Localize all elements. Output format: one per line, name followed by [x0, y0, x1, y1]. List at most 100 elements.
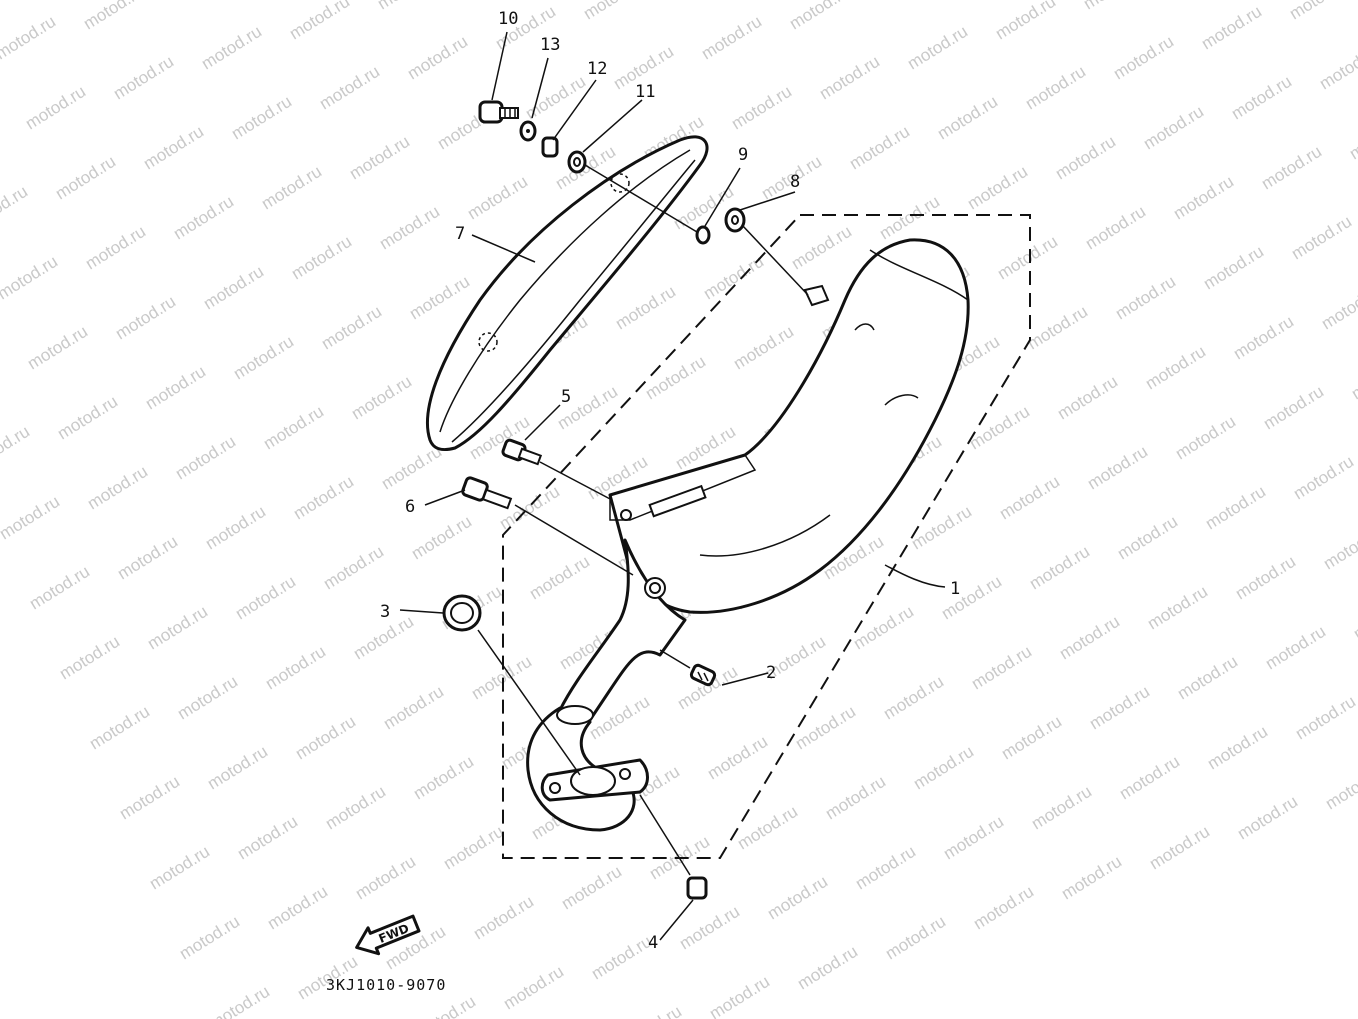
watermark-text: motod.ru — [230, 332, 297, 384]
watermark-text: motod.ru — [1234, 792, 1301, 844]
callout-1: 1 — [950, 579, 960, 599]
watermark-text: motod.ru — [0, 252, 61, 304]
watermark-text: motod.ru — [1288, 212, 1355, 264]
watermark-text: motod.ru — [320, 542, 387, 594]
watermark-text: motod.ru — [204, 742, 271, 794]
heat-protector — [425, 135, 709, 452]
watermark-text: motod.ru — [996, 472, 1063, 524]
watermark-text: motod.ru — [734, 802, 801, 854]
watermark-text: motod.ru — [174, 672, 241, 724]
watermark-text: motod.ru — [1140, 102, 1207, 154]
callout-3: 3 — [380, 602, 390, 622]
watermark-text: motod.ru — [728, 82, 795, 134]
watermark-text: motod.ru — [1084, 442, 1151, 494]
watermark-text: motod.ru — [938, 572, 1005, 624]
watermark-text: motod.ru — [260, 402, 327, 454]
watermark-text: motod.ru — [406, 272, 473, 324]
watermark-text: motod.ru — [788, 222, 855, 274]
watermark-text: motod.ru — [288, 232, 355, 284]
watermark-text: motod.ru — [1058, 852, 1125, 904]
watermark-text: motod.ru — [412, 992, 479, 1019]
watermark-text: motod.ru — [1022, 62, 1089, 114]
leader-lines — [399, 31, 946, 941]
watermark-text: motod.ru — [526, 552, 593, 604]
watermark-text: motod.ru — [850, 602, 917, 654]
watermark-text: motod.ru — [286, 0, 353, 43]
watermark-text: motod.ru — [112, 292, 179, 344]
watermark-text: motod.ru — [322, 782, 389, 834]
watermark-text: motod.ru — [1024, 302, 1091, 354]
callout-4: 4 — [648, 933, 658, 953]
watermark-text: motod.ru — [992, 0, 1059, 43]
watermark-text: motod.ru — [172, 432, 239, 484]
watermark-text: motod.ru — [704, 732, 771, 784]
watermark-text: motod.ru — [352, 852, 419, 904]
watermark-text: motod.ru — [612, 282, 679, 334]
watermark-text: motod.ru — [968, 642, 1035, 694]
watermark-text: motod.ru — [1170, 172, 1237, 224]
watermark-text: motod.ru — [852, 842, 919, 894]
watermark-text: motod.ru — [54, 392, 121, 444]
watermark-text: motod.ru — [874, 0, 941, 3]
watermark-text: motod.ru — [56, 632, 123, 684]
watermark-text: motod.ru — [440, 822, 507, 874]
watermark-text: motod.ru — [0, 352, 3, 404]
callout-10: 10 — [498, 9, 518, 29]
watermark-text: motod.ru — [114, 532, 181, 584]
callout-11: 11 — [635, 82, 655, 102]
muffler — [608, 238, 970, 614]
watermark-text: motod.ru — [642, 352, 709, 404]
watermark-text: motod.ru — [404, 32, 471, 84]
watermark-text: motod.ru — [202, 502, 269, 554]
watermark-text: motod.ru — [786, 0, 853, 33]
watermark-text: motod.ru — [1292, 692, 1358, 744]
watermark-text: motod.ru — [1116, 752, 1183, 804]
watermark-text: motod.ru — [0, 12, 59, 64]
watermark-text: motod.ru — [144, 602, 211, 654]
bolt-5 — [501, 438, 543, 466]
watermark-text: motod.ru — [1320, 522, 1358, 574]
watermark-text: motod.ru — [410, 752, 477, 804]
watermark-text: motod.ru — [794, 942, 861, 994]
watermark-text: motod.ru — [1110, 32, 1177, 84]
watermark-text: motod.ru — [1112, 272, 1179, 324]
watermark-text: motod.ru — [1348, 352, 1358, 404]
watermark-text: motod.ru — [258, 162, 325, 214]
watermark-text: motod.ru — [26, 562, 93, 614]
watermark-text: motod.ru — [994, 232, 1061, 284]
watermark-text: motod.ru — [0, 112, 1, 164]
watermark-text: motod.ru — [1026, 542, 1093, 594]
callout-2: 2 — [766, 663, 776, 683]
watermark-text: motod.ru — [1174, 652, 1241, 704]
watermark-text: motod.ru — [376, 202, 443, 254]
watermark-text: motod.ru — [882, 912, 949, 964]
watermark-text: motod.ru — [1286, 0, 1353, 23]
screw-2 — [689, 663, 717, 687]
watermark-text: motod.ru — [82, 222, 149, 274]
washer-13 — [519, 120, 537, 142]
callout-8: 8 — [790, 172, 800, 192]
watermark-text: motod.ru — [558, 862, 625, 914]
watermark-text: motod.ru — [380, 682, 447, 734]
watermark-text: motod.ru — [1082, 202, 1149, 254]
callout-6: 6 — [405, 497, 415, 517]
watermark-text: motod.ru — [1054, 372, 1121, 424]
watermark-text: motod.ru — [730, 322, 797, 374]
watermark-text: motod.ru — [168, 0, 235, 3]
watermark-text: motod.ru — [1262, 622, 1329, 674]
watermark-text: motod.ru — [1346, 112, 1358, 164]
watermark-text: motod.ru — [1172, 412, 1239, 464]
watermark-text: motod.ru — [290, 472, 357, 524]
nut-4 — [686, 876, 708, 900]
watermark-text: motod.ru — [764, 872, 831, 924]
watermark-text: motod.ru — [1114, 512, 1181, 564]
watermark-text: motod.ru — [470, 892, 537, 944]
watermark-text: motod.ru — [1080, 0, 1147, 13]
watermark-text: motod.ru — [1202, 482, 1269, 534]
watermark-text: motod.ru — [292, 712, 359, 764]
watermark-text: motod.ru — [940, 812, 1007, 864]
watermark-text: motod.ru — [816, 52, 883, 104]
bolt-10 — [478, 100, 519, 124]
watermark-text: motod.ru — [1086, 682, 1153, 734]
